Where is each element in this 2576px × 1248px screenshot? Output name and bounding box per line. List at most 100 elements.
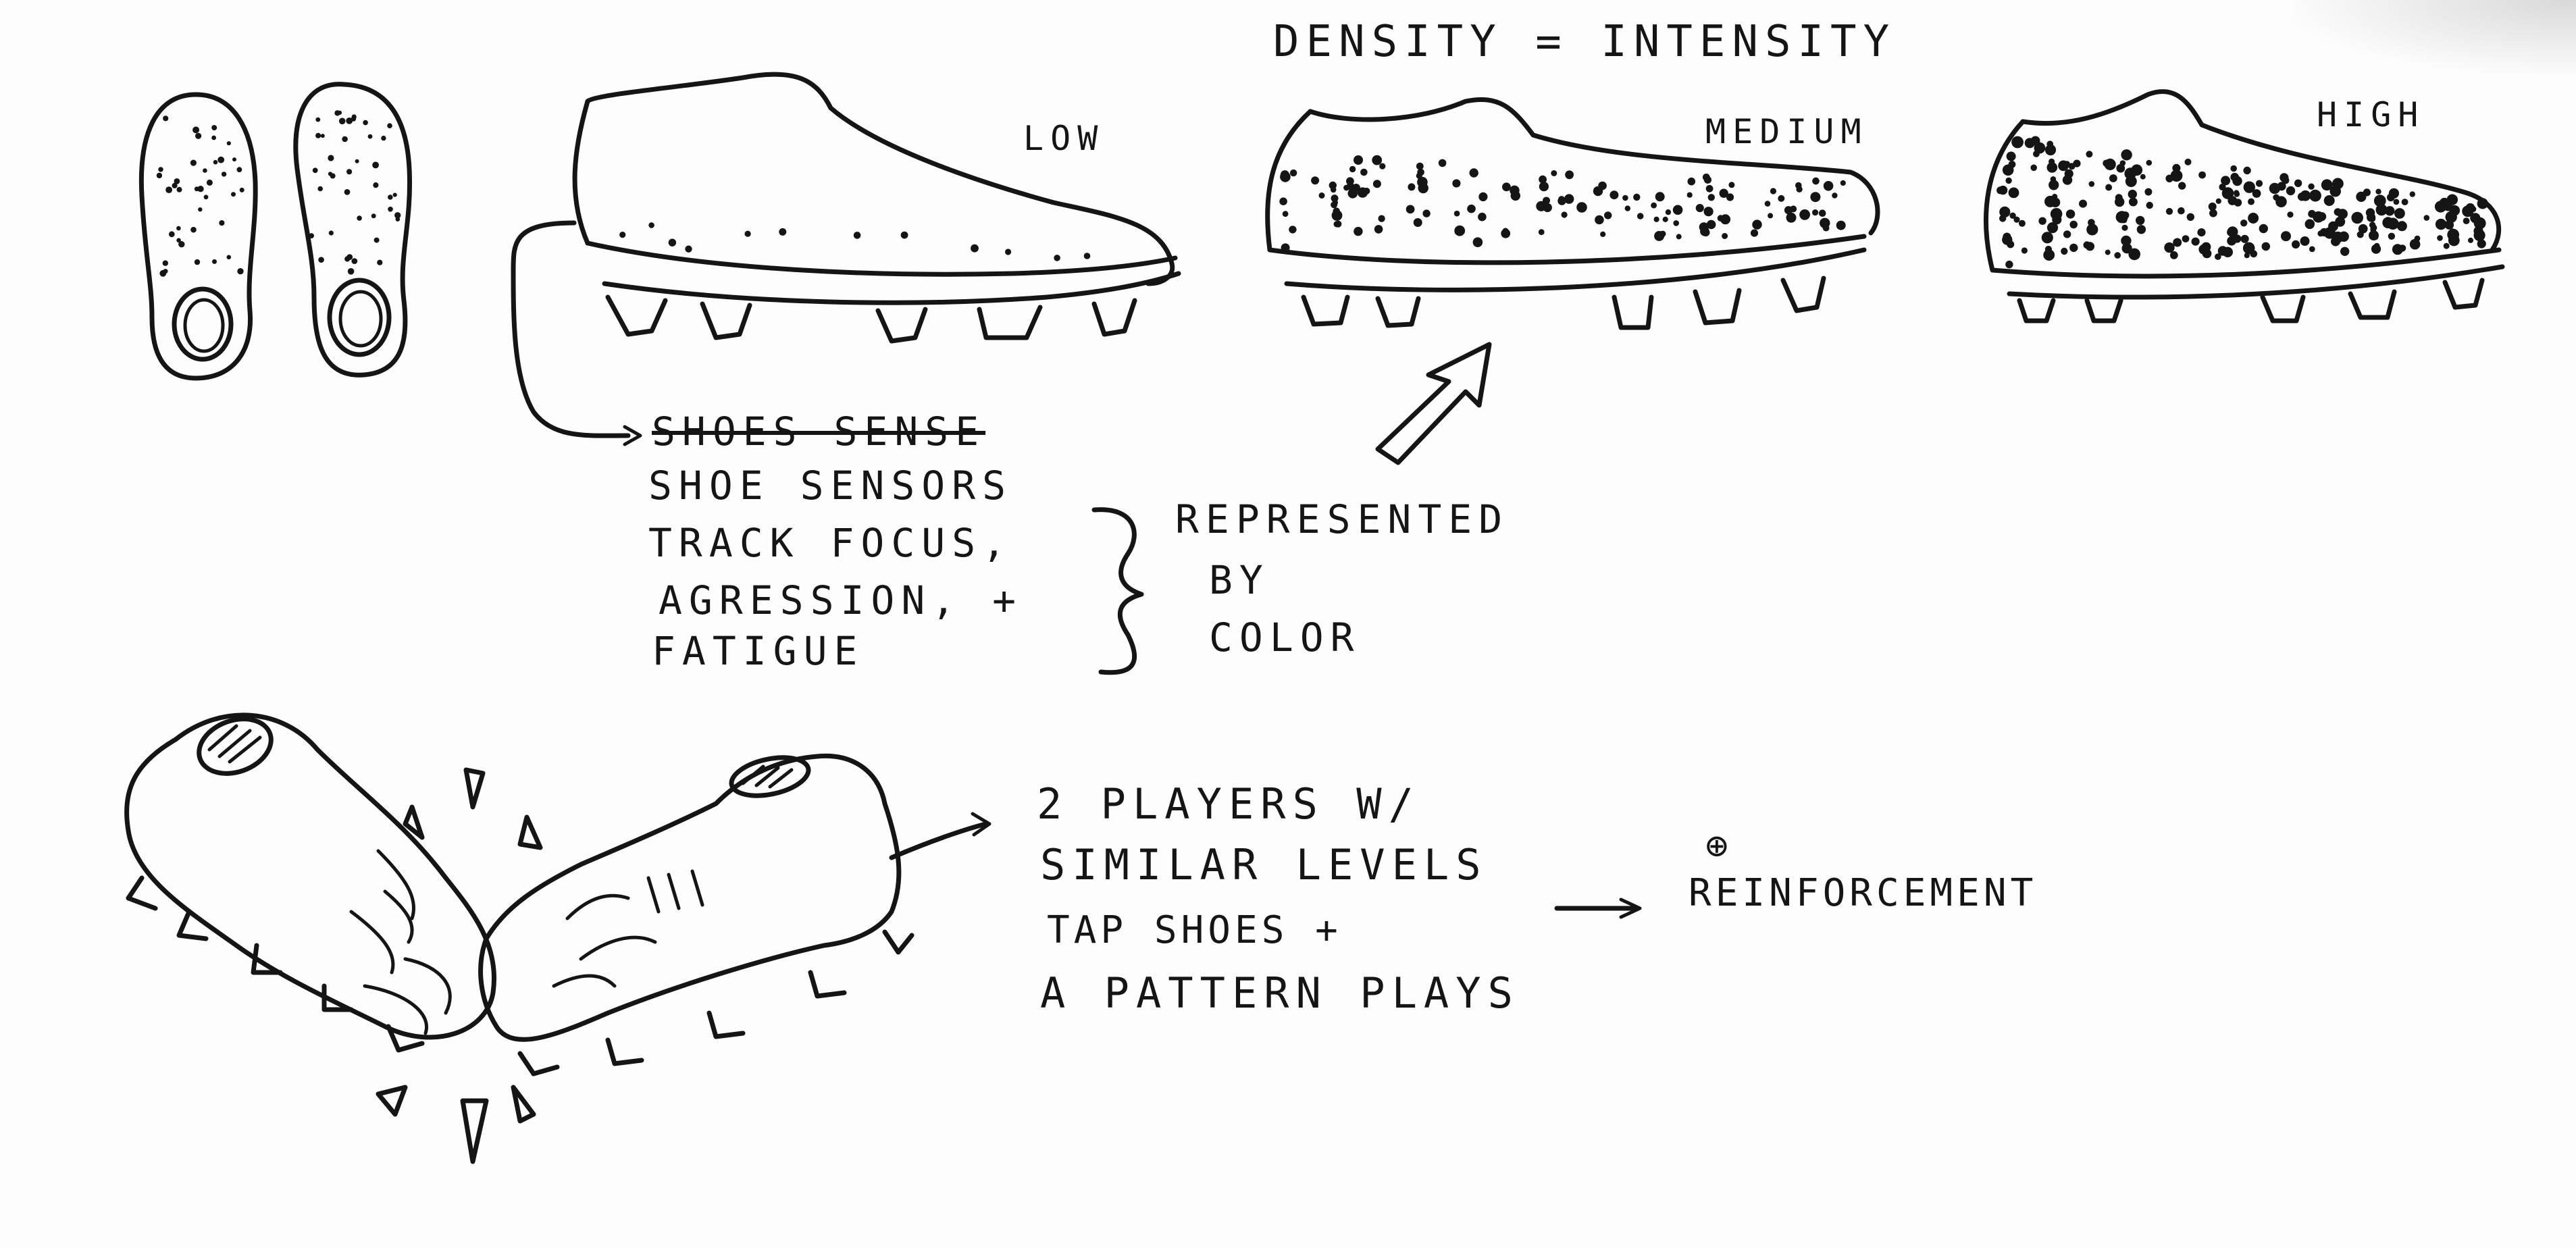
medium-dot [1836, 220, 1846, 230]
high-dot [2013, 216, 2020, 223]
insole-dot [363, 120, 368, 126]
medium-dot [1752, 219, 1762, 230]
medium-dot [1354, 226, 1363, 236]
medium-dot [1822, 224, 1830, 232]
medium-dot [1823, 181, 1834, 191]
sensor-callout-arrowhead [623, 425, 642, 446]
color-note-line1: REPRESENTED [1175, 496, 1510, 542]
insole-dot [158, 167, 163, 172]
medium-dot [1408, 183, 1416, 191]
left-boot-collar [197, 717, 274, 776]
insole-dot [344, 256, 351, 262]
medium-dot [1318, 192, 1325, 199]
medium-dot [1604, 211, 1612, 219]
insole-dot [190, 159, 197, 166]
medium-dot [1764, 201, 1771, 207]
insoles [138, 82, 412, 381]
high-dot [2044, 144, 2057, 156]
high-dot [2198, 244, 2209, 255]
insole-dot [232, 157, 236, 162]
high-dot [2011, 136, 2024, 149]
players-note-line3: TAP SHOES + [1047, 908, 1342, 952]
high-dot [2423, 215, 2430, 221]
medium-dot [1363, 187, 1370, 194]
insole-dot [203, 168, 207, 173]
left-boot-collar-hatch [207, 724, 262, 764]
shoe-low-sole-top [585, 240, 1178, 277]
high-dot [2063, 161, 2070, 167]
right-boot-outline [478, 753, 902, 1042]
insole-left [138, 92, 258, 381]
sensors-note-line1: SHOE SENSORS [648, 463, 1013, 509]
high-dot [2252, 189, 2261, 198]
medium-dot [1778, 194, 1785, 202]
high-dot [2073, 159, 2081, 167]
insole-dot [236, 167, 242, 173]
low-dot [744, 230, 751, 237]
insole-dot [194, 259, 201, 265]
high-dot [2221, 176, 2231, 186]
medium-dot [1289, 226, 1297, 234]
high-dot [2069, 220, 2078, 229]
high-dot [2250, 250, 2258, 258]
high-dot [2009, 212, 2016, 219]
players-arrow-line [889, 821, 989, 860]
medium-dot [1703, 207, 1714, 217]
high-dot [2240, 219, 2248, 227]
high-dot [2165, 207, 2173, 215]
medium-intensity-dots [1279, 155, 1846, 253]
medium-dot [1311, 176, 1320, 185]
high-dot [2240, 234, 2249, 243]
shoe-medium [1265, 97, 1880, 330]
high-dot [2215, 198, 2221, 204]
high-dot [2447, 228, 2460, 241]
sensors-note-line3: AGRESSION, + [659, 577, 1023, 623]
high-dot [2184, 158, 2192, 165]
high-dot [2358, 224, 2368, 234]
insole-dot [373, 237, 380, 243]
high-dot [2008, 187, 2019, 199]
high-dot [2394, 208, 2405, 219]
high-dot [2388, 232, 2396, 240]
medium-dot [1452, 179, 1461, 188]
medium-dot [1378, 215, 1385, 222]
medium-dot [1349, 165, 1356, 173]
high-dot [2088, 219, 2095, 226]
medium-dot [1812, 177, 1820, 185]
high-dot [2375, 188, 2381, 194]
insole-dot [328, 230, 334, 236]
high-dot [2198, 171, 2207, 179]
medium-dot [1418, 182, 1428, 194]
insole-dot [347, 268, 355, 275]
high-dot [2292, 240, 2300, 249]
insole-dot [178, 241, 185, 248]
high-dot [1999, 215, 2007, 222]
high-dot [2109, 174, 2117, 182]
medium-dot [1672, 205, 1683, 215]
high-dot [2308, 183, 2315, 190]
high-dot [2443, 201, 2453, 211]
insole-dot [212, 259, 217, 264]
high-dot [2064, 169, 2073, 178]
high-dot [2250, 217, 2257, 224]
high-dot [2319, 228, 2329, 237]
medium-dot [1722, 233, 1728, 239]
high-dot [2375, 204, 2388, 216]
insole-dot [387, 123, 392, 128]
insole-dot [219, 220, 225, 226]
sensors-note-line2: TRACK FOCUS, [648, 520, 1013, 566]
medium-dot [1796, 186, 1803, 192]
high-dot [2146, 159, 2153, 166]
medium-dot [1818, 209, 1826, 217]
medium-dot [1354, 155, 1363, 165]
shoe-high-heel [1983, 119, 2026, 273]
medium-dot [1332, 199, 1338, 206]
high-dot [2473, 229, 2485, 242]
medium-dot [1374, 225, 1383, 234]
shoe-high-cleats [2017, 278, 2485, 323]
high-dot [2435, 218, 2447, 230]
insole-dot [373, 182, 379, 188]
sensors-note-struck: SHOES SENSE [652, 409, 986, 454]
insole-dot [344, 189, 351, 195]
